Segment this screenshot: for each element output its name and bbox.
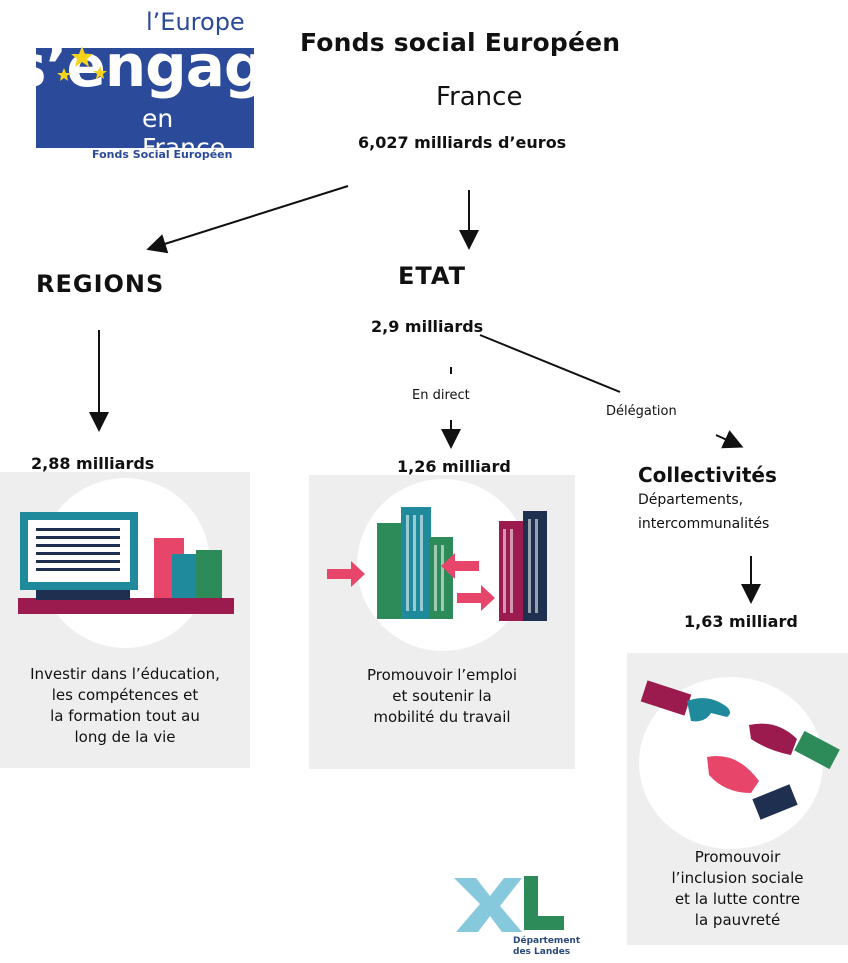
delegation-label: Délégation — [606, 404, 677, 419]
buildings-icon — [327, 507, 547, 621]
eu-stars-icon — [57, 46, 107, 81]
direct-label: En direct — [412, 388, 470, 403]
card-inclusion: Promouvoir l’inclusion sociale et la lut… — [627, 653, 848, 945]
total-amount: 6,027 milliards d’euros — [358, 133, 567, 152]
regions-amount: 2,88 milliards — [31, 454, 155, 473]
collectivites-sublabel-2: intercommunalités — [638, 516, 770, 532]
collectivites-label: Collectivités — [638, 463, 777, 487]
card-inclusion-caption: Promouvoir l’inclusion sociale et la lut… — [671, 848, 804, 929]
xl-landes-logo — [454, 876, 564, 932]
hands-icon — [640, 680, 840, 820]
card-education-caption: Investir dans l’éducation, les compétenc… — [30, 665, 220, 746]
etat-amount: 2,9 milliards — [371, 317, 484, 336]
collectivites-amount: 1,63 milliard — [684, 612, 798, 631]
arrow-delegation-head — [715, 430, 744, 449]
xl-landes-label: Département des Landes — [513, 936, 581, 957]
card-employment-caption: Promouvoir l’emploi et soutenir la mobil… — [366, 666, 518, 726]
page-title: Fonds social Européen — [300, 28, 621, 57]
card-education: Investir dans l’éducation, les compétenc… — [0, 472, 250, 768]
logo-line-1: l’Europe — [146, 8, 245, 36]
logo-line-2: s’engage — [12, 32, 304, 100]
direct-amount: 1,26 milliard — [397, 457, 511, 476]
arrow-delegation — [479, 334, 621, 393]
page-subtitle: France — [436, 82, 523, 112]
logo-blue-box — [36, 48, 254, 148]
europe-sengage-logo: l’Europe s’engage en France Fonds Social… — [12, 6, 304, 162]
computer-books-icon — [18, 512, 234, 614]
etat-label: ETAT — [398, 262, 466, 290]
collectivites-sublabel-1: Départements, — [638, 492, 744, 508]
arrow-to-regions — [146, 185, 349, 254]
logo-line-4: Fonds Social Européen — [92, 148, 233, 161]
logo-line-3: en France — [142, 104, 226, 162]
card-employment: Promouvoir l’emploi et soutenir la mobil… — [309, 475, 575, 769]
regions-label: REGIONS — [36, 270, 165, 298]
